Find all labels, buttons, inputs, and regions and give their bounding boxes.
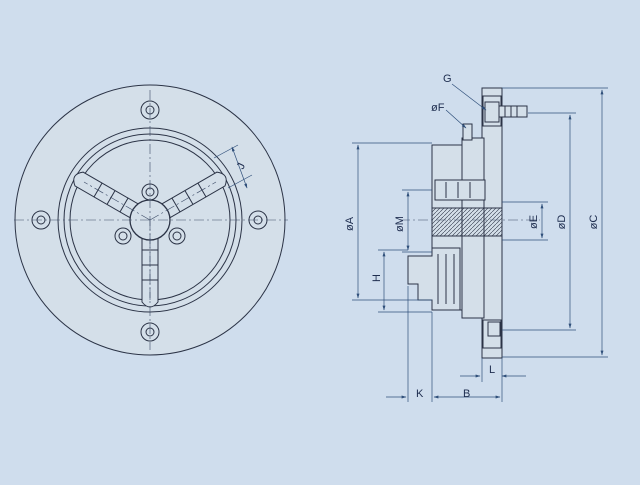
label-d: øD xyxy=(556,215,568,230)
label-g: G xyxy=(443,73,452,85)
leader-g xyxy=(451,83,487,111)
label-b: B xyxy=(463,388,470,400)
jaw-screw-right xyxy=(168,227,186,245)
screw-f xyxy=(462,123,473,141)
label-c: øC xyxy=(588,215,600,230)
label-e: øE xyxy=(528,215,540,229)
bore-section xyxy=(431,207,503,237)
side-view xyxy=(400,87,540,359)
front-centerlines xyxy=(14,90,288,350)
side-dimensions xyxy=(352,83,608,402)
jaw-screw-left xyxy=(114,227,132,245)
dim-j xyxy=(213,144,253,189)
lower-jaw xyxy=(407,247,461,311)
upper-jaw-block xyxy=(434,179,486,201)
label-a: øA xyxy=(344,216,356,231)
bolt-g-shank xyxy=(498,105,528,118)
label-f: øF xyxy=(431,102,445,114)
bottom-pin xyxy=(487,321,501,337)
label-h: H xyxy=(371,274,383,282)
front-view xyxy=(14,84,288,356)
label-l: L xyxy=(489,364,495,376)
bolt-g-head xyxy=(484,101,500,123)
label-k: K xyxy=(416,388,424,400)
label-m: øM xyxy=(394,216,406,232)
label-j: J xyxy=(235,161,248,171)
leader-f xyxy=(445,109,467,129)
